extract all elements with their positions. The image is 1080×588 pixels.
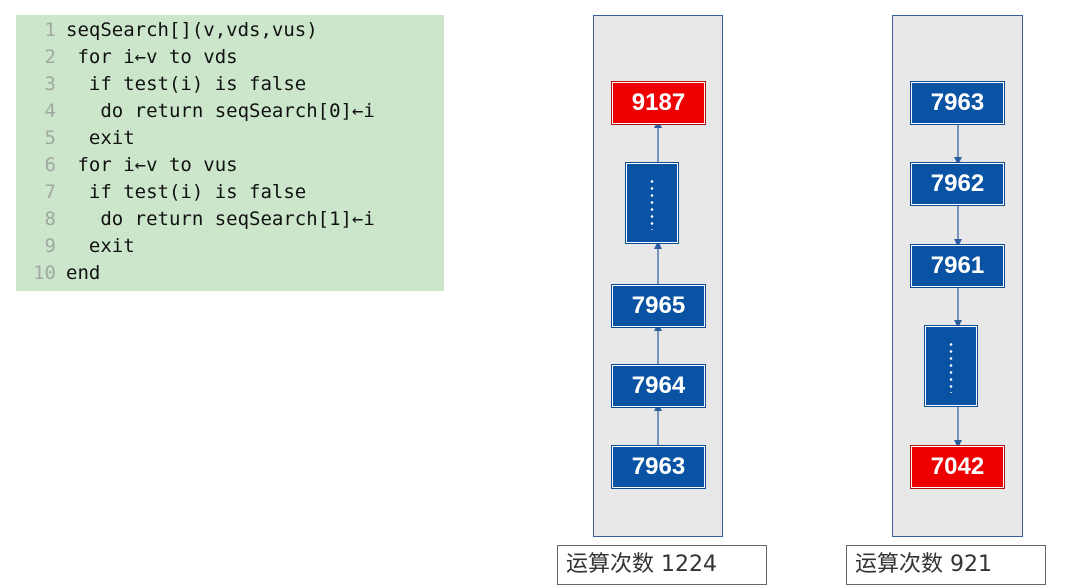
line-number: 2	[44, 46, 56, 68]
line-number: 1	[44, 19, 56, 41]
code-text: seqSearch[](v,vds,vus)	[66, 19, 318, 41]
code-text: if test(i) is false	[66, 73, 307, 95]
code-text: exit	[66, 235, 135, 257]
code-text: if test(i) is false	[66, 181, 307, 203]
code-text: do return seqSearch[0]←i	[66, 100, 375, 122]
code-line: 6 for i←v to vus	[16, 152, 238, 179]
line-number: 7	[44, 181, 56, 203]
ellipsis-dots	[949, 341, 953, 393]
left-node-upper: 7965	[611, 284, 706, 328]
code-text: do return seqSearch[1]←i	[66, 208, 375, 230]
code-line: 1 seqSearch[](v,vds,vus)	[16, 17, 318, 44]
line-number: 3	[44, 73, 56, 95]
line-number: 10	[33, 262, 56, 284]
line-number: 6	[44, 154, 56, 176]
code-line: 4 do return seqSearch[0]←i	[16, 98, 375, 125]
code-line: 5 exit	[16, 125, 135, 152]
code-panel: 1 seqSearch[](v,vds,vus) 2 for i←v to vds…	[16, 15, 444, 291]
ellipsis-dots	[650, 178, 654, 230]
code-line: 2 for i←v to vds	[16, 44, 238, 71]
right-ellipsis-node	[924, 325, 978, 407]
right-node-top: 7963	[910, 81, 1005, 125]
left-operation-count: 运算次数 1224	[557, 545, 767, 585]
right-operation-count: 运算次数 921	[846, 545, 1046, 585]
left-ellipsis-node	[625, 162, 679, 244]
code-line: 8 do return seqSearch[1]←i	[16, 206, 375, 233]
left-node-top: 9187	[611, 81, 706, 125]
line-number: 8	[44, 208, 56, 230]
right-node-third: 7961	[910, 244, 1005, 288]
code-text: end	[66, 262, 101, 284]
code-line: 10 end	[16, 260, 100, 287]
line-number: 4	[44, 100, 56, 122]
line-number: 9	[44, 235, 56, 257]
line-number: 5	[44, 127, 56, 149]
code-line: 7 if test(i) is false	[16, 179, 307, 206]
left-node-bottom: 7963	[611, 445, 706, 489]
left-node-middle: 7964	[611, 364, 706, 408]
code-line: 3 if test(i) is false	[16, 71, 307, 98]
code-text: for i←v to vus	[66, 154, 238, 176]
code-line: 9 exit	[16, 233, 135, 260]
right-node-bottom: 7042	[910, 445, 1005, 489]
code-text: for i←v to vds	[66, 46, 238, 68]
code-text: exit	[66, 127, 135, 149]
right-node-second: 7962	[910, 162, 1005, 206]
